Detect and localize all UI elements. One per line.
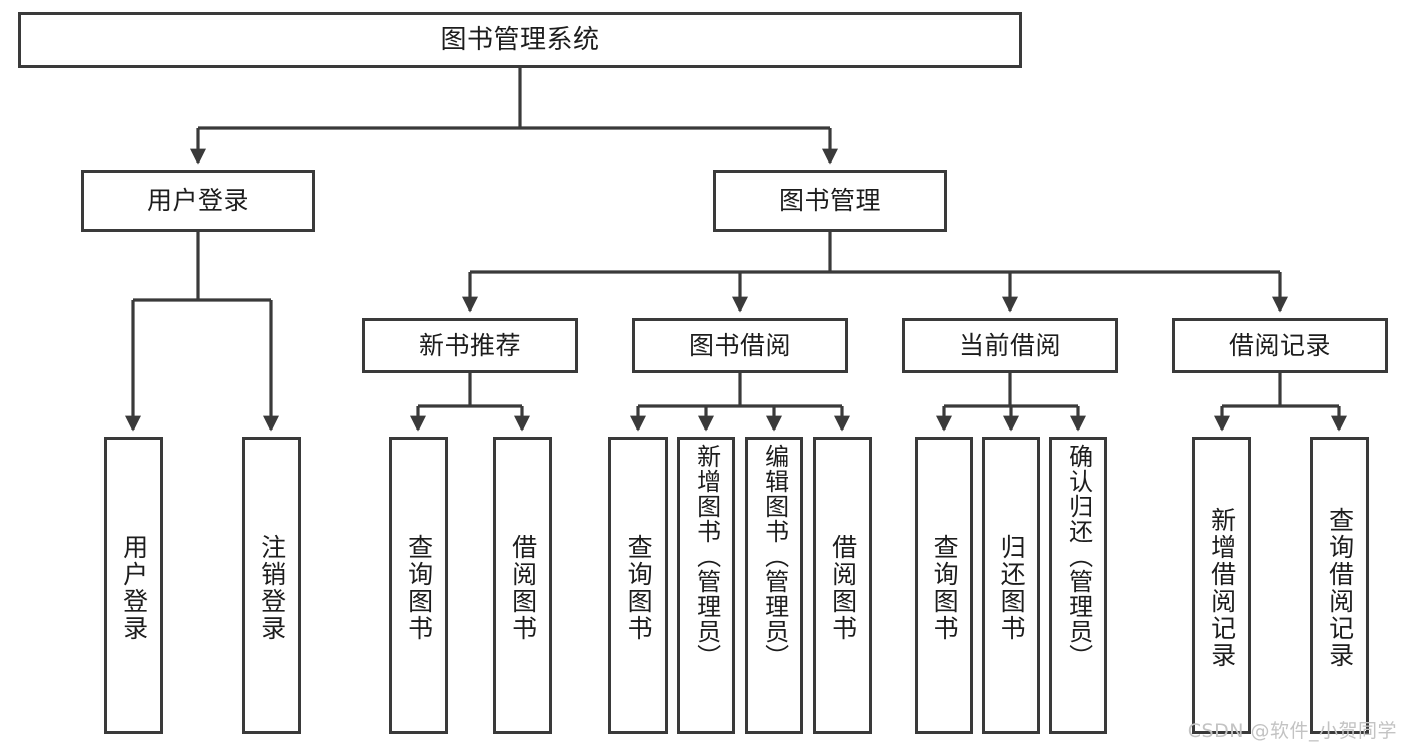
node-label: 用户登录: [119, 533, 149, 642]
node-root-book-management-system[interactable]: 图书管理系统: [18, 12, 1022, 68]
node-label: 借阅图书: [508, 533, 538, 642]
leaf-query-book-borrowing[interactable]: 查询图书: [608, 437, 668, 734]
watermark-text: CSDN @软件_小贺同学: [1187, 720, 1397, 742]
node-label: 图书借阅: [688, 330, 791, 360]
node-label: 新增借阅记录: [1207, 506, 1237, 669]
leaf-logout-login[interactable]: 注销登录: [242, 437, 301, 734]
leaf-query-book-current[interactable]: 查询图书: [915, 437, 973, 734]
node-label: 查询图书: [624, 533, 654, 642]
leaf-confirm-return-admin[interactable]: 确认归还（管理员）: [1049, 437, 1107, 734]
leaf-borrow-book-borrowing[interactable]: 借阅图书: [813, 437, 872, 734]
node-book-management[interactable]: 图书管理: [713, 170, 947, 232]
node-label: 查询借阅记录: [1325, 506, 1355, 669]
node-label: 图书管理: [778, 186, 881, 216]
node-book-borrowing[interactable]: 图书借阅: [632, 318, 848, 373]
leaf-return-book[interactable]: 归还图书: [982, 437, 1040, 734]
node-label: 借阅图书: [828, 533, 858, 642]
node-label: 归还图书: [997, 533, 1027, 642]
node-label: 查询图书: [930, 533, 960, 642]
node-label: 编辑图书（管理员）: [760, 444, 789, 669]
node-label: 新书推荐: [418, 330, 521, 360]
node-current-borrowing[interactable]: 当前借阅: [902, 318, 1118, 373]
node-label: 当前借阅: [958, 330, 1061, 360]
node-new-book-recommendation[interactable]: 新书推荐: [362, 318, 578, 373]
leaf-borrow-book-new-rec[interactable]: 借阅图书: [493, 437, 552, 734]
node-label: 借阅记录: [1228, 330, 1331, 360]
leaf-add-borrow-record[interactable]: 新增借阅记录: [1192, 437, 1251, 734]
node-label: 注销登录: [257, 533, 287, 642]
leaf-edit-book-admin[interactable]: 编辑图书（管理员）: [745, 437, 803, 734]
leaf-add-book-admin[interactable]: 新增图书（管理员）: [677, 437, 735, 734]
node-label: 查询图书: [404, 533, 434, 642]
node-label: 确认归还（管理员）: [1064, 444, 1093, 669]
leaf-user-login[interactable]: 用户登录: [104, 437, 163, 734]
node-borrowing-records[interactable]: 借阅记录: [1172, 318, 1388, 373]
node-label: 图书管理系统: [440, 24, 600, 55]
node-label: 新增图书（管理员）: [692, 444, 721, 669]
leaf-query-book-new-rec[interactable]: 查询图书: [389, 437, 448, 734]
node-label: 用户登录: [146, 186, 249, 216]
node-user-login[interactable]: 用户登录: [81, 170, 315, 232]
leaf-query-borrow-record[interactable]: 查询借阅记录: [1310, 437, 1369, 734]
